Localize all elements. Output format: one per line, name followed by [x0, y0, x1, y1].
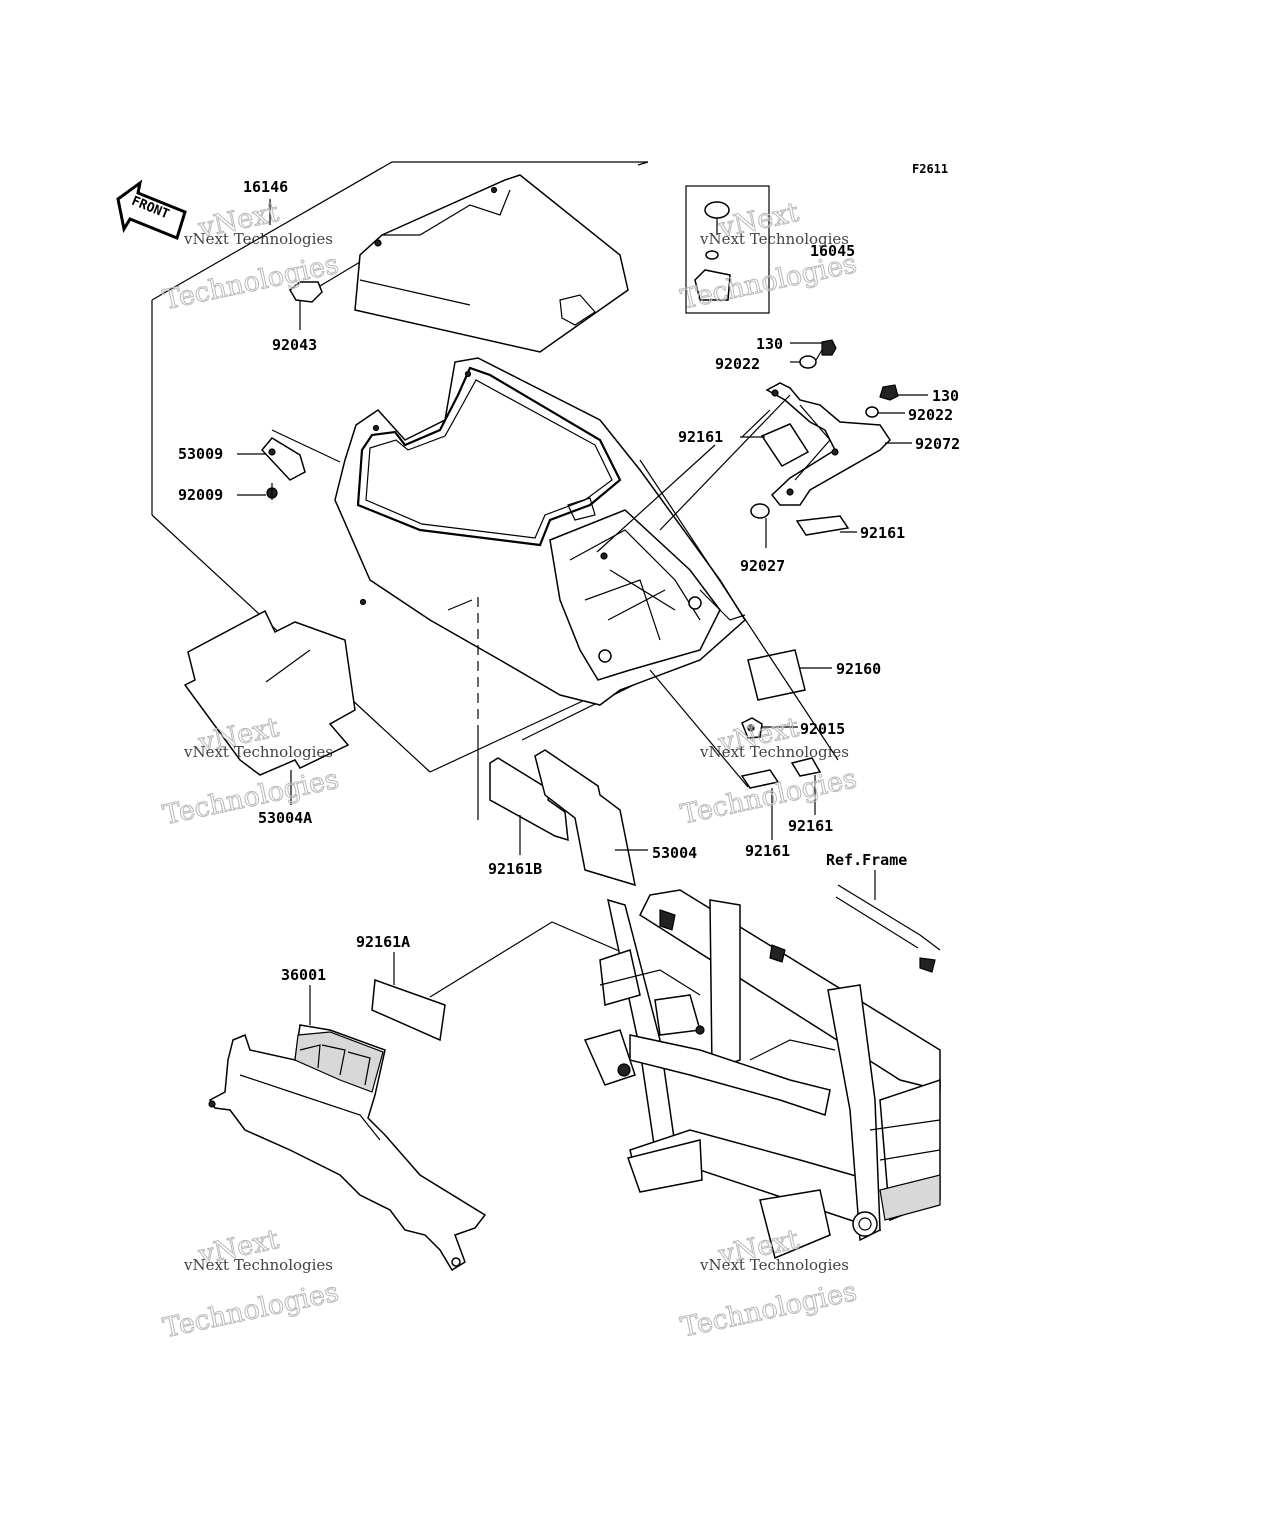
nut-92015	[741, 717, 763, 739]
sticker-92161-upper	[760, 423, 810, 467]
leader-lines	[237, 199, 928, 1025]
front-arrow-icon: FRONT	[116, 179, 187, 241]
svg-text:vNext Technologies: vNext Technologies	[699, 743, 849, 761]
main-fairing	[334, 357, 746, 706]
washer-92022-a	[799, 349, 823, 369]
watermark-bottom-left: vNext vNext Technologies Technologies	[160, 1224, 342, 1345]
guide-line	[659, 394, 791, 531]
sticker-92161a	[371, 921, 641, 1042]
label-16045: 16045	[810, 242, 855, 260]
washer-92022-b	[865, 406, 879, 418]
guide-line	[649, 669, 749, 788]
svg-text:vNext Technologies: vNext Technologies	[183, 743, 333, 761]
svg-text:Technologies: Technologies	[160, 764, 341, 831]
label-92027: 92027	[740, 557, 785, 575]
svg-text:vNext Technologies: vNext Technologies	[699, 1256, 849, 1274]
guide-line	[607, 589, 666, 621]
reference-frame	[583, 884, 941, 1260]
label-92161-lower-right: 92161	[788, 817, 833, 835]
fastener-92043	[289, 261, 361, 303]
bolt-130-a	[821, 339, 837, 356]
label-92009: 92009	[178, 486, 223, 504]
sticker-pieces	[489, 749, 636, 887]
bolt-130-b	[879, 384, 899, 401]
label-92072: 92072	[915, 435, 960, 453]
label-53004: 53004	[652, 844, 697, 862]
sheet-53004a	[183, 609, 356, 776]
label-130-b: 130	[932, 387, 959, 405]
svg-text:Technologies: Technologies	[678, 1276, 859, 1343]
label-92160: 92160	[836, 660, 881, 678]
upper-cover	[354, 174, 629, 353]
sticker-92161-lower	[740, 757, 822, 789]
guide-line	[609, 569, 676, 611]
sticker-92160	[747, 649, 806, 701]
label-92161-mid: 92161	[860, 524, 905, 542]
figure-code: F2611	[912, 162, 948, 176]
label-53004a: 53004A	[258, 809, 312, 827]
label-16146: 16146	[243, 178, 288, 196]
bracket-92072	[765, 382, 891, 506]
label-92043: 92043	[272, 336, 317, 354]
inset-box-16045	[685, 185, 770, 314]
guide-line	[265, 649, 311, 683]
bracket-53009	[261, 429, 341, 481]
label-92161b: 92161B	[488, 860, 542, 878]
part-labels: 16146 92043 53009 92009 53004A 92161B 53…	[178, 178, 960, 984]
label-92015: 92015	[800, 720, 845, 738]
label-92161-lower-left: 92161	[745, 842, 790, 860]
guide-line	[639, 459, 839, 761]
label-36001: 36001	[281, 966, 326, 984]
guide-line	[596, 444, 716, 553]
label-92161a: 92161A	[356, 933, 410, 951]
label-130-a: 130	[756, 335, 783, 353]
svg-text:Technologies: Technologies	[160, 1277, 341, 1344]
label-53009: 53009	[178, 445, 223, 463]
svg-text:vNext Technologies: vNext Technologies	[183, 230, 333, 248]
label-92022-b: 92022	[908, 406, 953, 424]
label-92022-a: 92022	[715, 355, 760, 373]
watermark-bottom-right: vNext vNext Technologies Technologies	[678, 1224, 860, 1345]
svg-text:vNext Technologies: vNext Technologies	[699, 230, 849, 248]
svg-text:vNext Technologies: vNext Technologies	[183, 1256, 333, 1274]
label-ref-frame: Ref.Frame	[826, 851, 907, 869]
svg-text:Technologies: Technologies	[160, 249, 341, 316]
sticker-92161-mid	[795, 515, 850, 536]
lower-bracket-36001	[208, 1024, 487, 1272]
screw-92009	[266, 483, 278, 500]
label-92161-upper: 92161	[678, 428, 723, 446]
washer-92027	[750, 503, 770, 519]
